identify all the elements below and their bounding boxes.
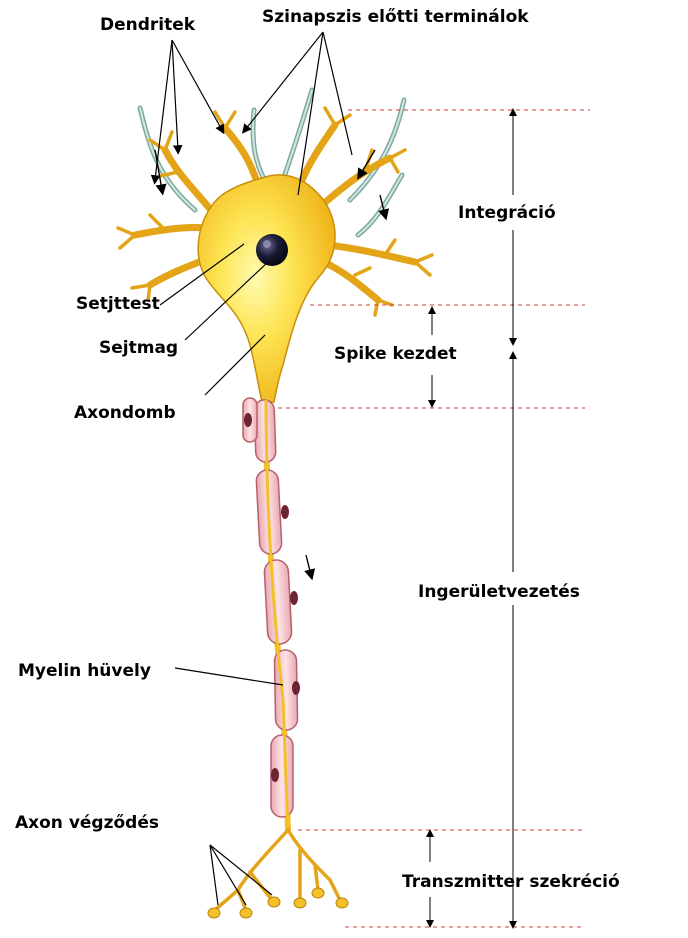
label-spike-initiation: Spike kezdet [334,346,457,363]
label-axon-hillock: Axondomb [74,405,176,422]
label-dendrites: Dendritek [100,17,195,34]
label-axon-terminal: Axon végződés [15,815,159,832]
leader-lines [155,32,352,905]
nucleus [256,234,288,266]
label-nucleus: Sejtmag [99,340,178,357]
zone-arrows [430,112,513,925]
terminal-boutons [208,888,348,918]
label-conduction: Ingerületvezetés [418,584,580,601]
cell-body [198,175,335,402]
label-transmitter-secretion: Transzmitter szekréció [402,874,620,891]
label-presynaptic-terminals: Szinapszis előtti terminálok [262,9,529,26]
label-myelin-sheath: Myelin hüvely [18,663,151,680]
label-cell-body: Setjttest [76,296,160,313]
myelin-sheath [243,398,298,817]
label-integration: Integráció [458,205,556,222]
